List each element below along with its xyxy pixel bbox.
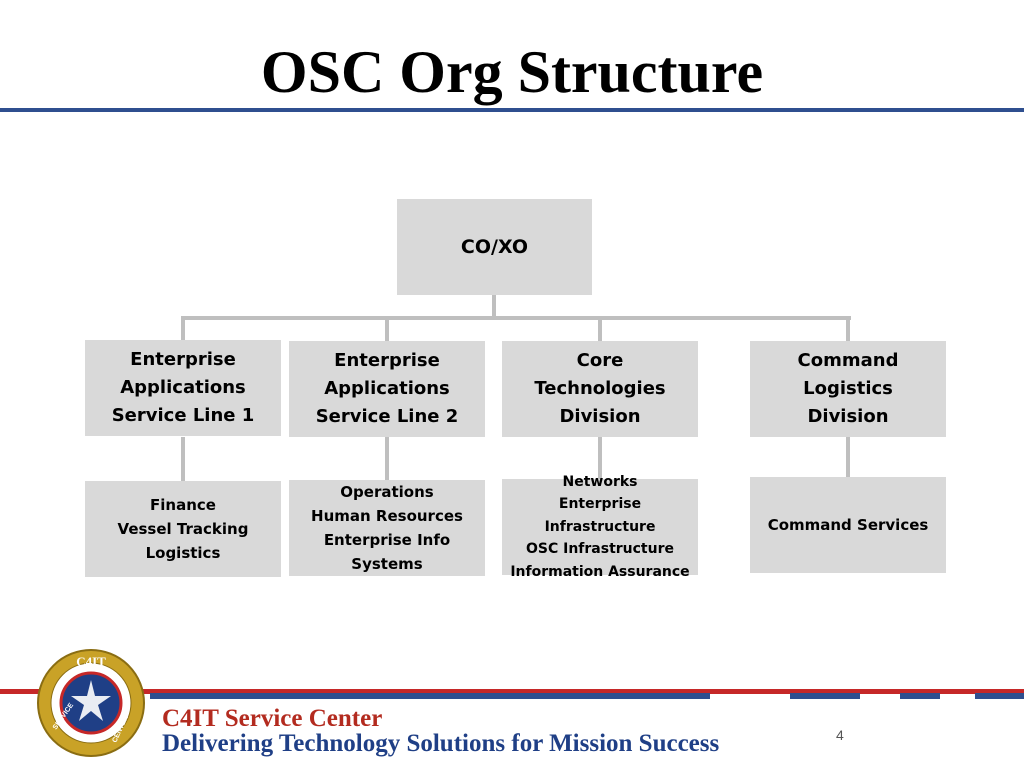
connector-div-4: [846, 316, 850, 341]
connector-div-3: [598, 316, 602, 341]
footer-stripe-blue-1: [150, 693, 710, 699]
org-box-service-line-2-functions: Operations Human Resources Enterprise In…: [289, 480, 485, 576]
org-box-label: Command Logistics Division: [797, 350, 899, 427]
org-box-command-logistics-division: Command Logistics Division: [750, 341, 946, 437]
footer-stripe-red: [0, 689, 1024, 694]
seal-text-top: C4IT: [76, 654, 106, 669]
footer-stripe: [0, 689, 1024, 699]
org-box-label: Enterprise Applications Service Line 2: [315, 350, 459, 427]
org-box-label: Networks Enterprise Infrastructure OSC I…: [510, 473, 690, 580]
footer-stripe-blue-4: [975, 693, 1024, 699]
org-box-label: Operations Human Resources Enterprise In…: [311, 483, 463, 573]
org-box-label: CO/XO: [460, 236, 529, 258]
title-divider: [0, 108, 1024, 112]
connector-sub-1: [181, 437, 185, 481]
org-box-label: Enterprise Applications Service Line 1: [111, 349, 255, 426]
org-box-core-technologies-functions: Networks Enterprise Infrastructure OSC I…: [502, 474, 698, 580]
org-box-label: Finance Vessel Tracking Logistics: [117, 496, 249, 562]
connector-horizontal: [181, 316, 851, 320]
connector-sub-3: [598, 437, 602, 479]
org-box-core-technologies-division: Core Technologies Division: [502, 341, 698, 437]
connector-div-1: [181, 316, 185, 341]
connector-root-down: [492, 295, 496, 318]
org-box-command-logistics-functions: Command Services: [750, 477, 946, 573]
c4it-seal-icon: C4IT SERVICE CENTER: [36, 648, 146, 758]
connector-sub-4: [846, 437, 850, 477]
org-box-co-xo: CO/XO: [397, 199, 592, 295]
org-box-service-line-1-functions: Finance Vessel Tracking Logistics: [85, 481, 281, 577]
slide-title: OSC Org Structure: [260, 39, 764, 105]
org-box-label: Core Technologies Division: [534, 350, 666, 427]
footer-stripe-blue-3: [900, 693, 940, 699]
connector-sub-2: [385, 437, 389, 480]
brand-tagline: Delivering Technology Solutions for Miss…: [162, 730, 720, 757]
org-box-label: Command Services: [767, 516, 929, 534]
brand-name: C4IT Service Center: [162, 705, 383, 732]
page-number: 4: [836, 727, 844, 743]
connector-div-2: [385, 316, 389, 341]
org-box-enterprise-applications-service-line-2: Enterprise Applications Service Line 2: [289, 341, 485, 437]
footer-stripe-blue-2: [790, 693, 860, 699]
org-box-enterprise-applications-service-line-1: Enterprise Applications Service Line 1: [85, 340, 281, 436]
